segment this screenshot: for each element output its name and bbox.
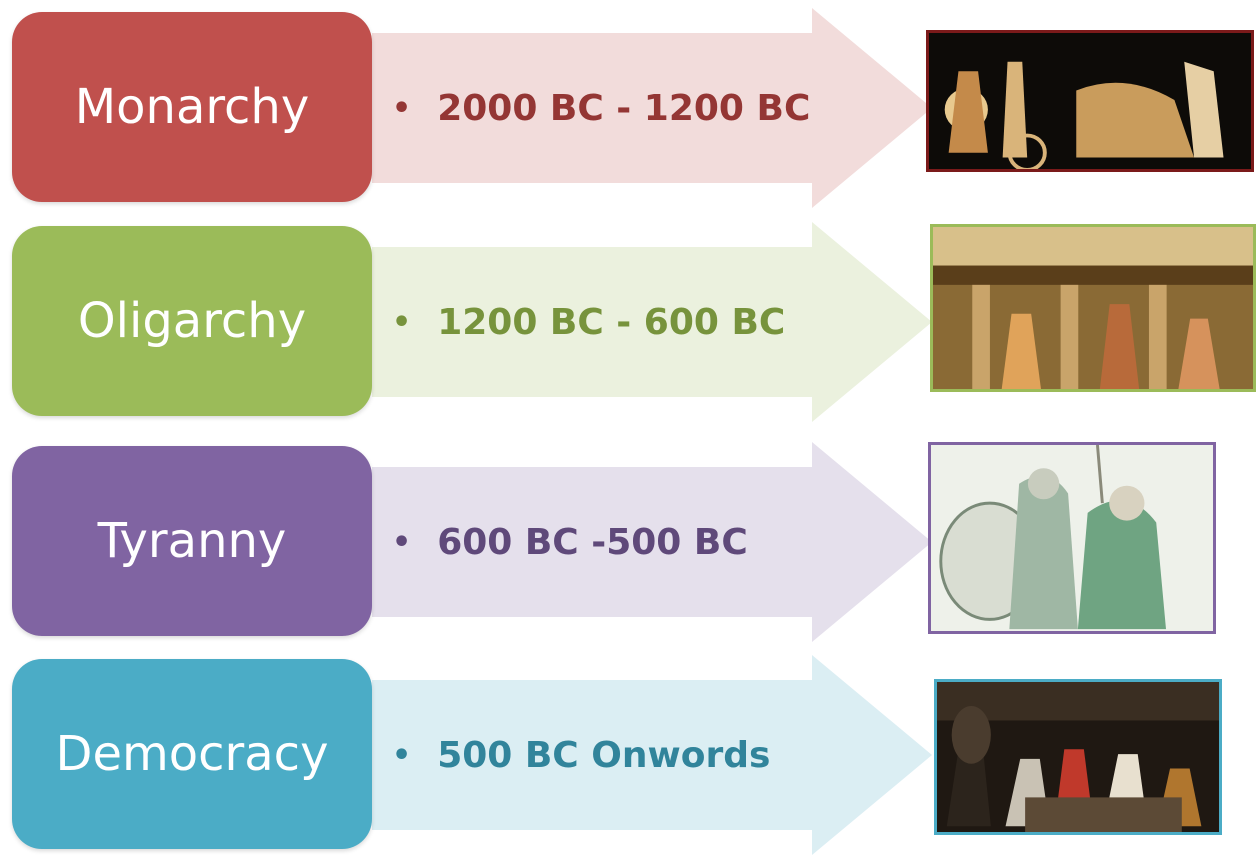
label-tyranny: Tyranny — [97, 513, 287, 569]
label-box-democracy: Democracy — [12, 659, 372, 849]
label-democracy: Democracy — [55, 726, 329, 782]
arrow-shape-monarchy — [372, 8, 932, 208]
row-monarchy: Monarchy • 2000 BC - 1200 BC — [0, 8, 1257, 208]
label-box-oligarchy: Oligarchy — [12, 226, 372, 416]
arrow-shape-democracy — [372, 655, 932, 855]
label-box-monarchy: Monarchy — [12, 12, 372, 202]
label-box-tyranny: Tyranny — [12, 446, 372, 636]
arrow-shape-tyranny — [372, 442, 932, 642]
arrow-tyranny — [372, 442, 932, 642]
period-monarchy: • 2000 BC - 1200 BC — [392, 8, 810, 208]
row-oligarchy: Oligarchy • 1200 BC - 600 BC — [0, 222, 1257, 422]
bullet-icon: • — [392, 524, 412, 560]
row-tyranny: Tyranny • 600 BC -500 BC — [0, 442, 1257, 642]
period-text-monarchy: 2000 BC - 1200 BC — [437, 87, 811, 129]
bullet-icon: • — [392, 737, 412, 773]
bullet-icon: • — [392, 90, 412, 126]
image-monarchy — [926, 30, 1254, 172]
arrow-oligarchy — [372, 222, 932, 422]
image-tyranny — [928, 442, 1216, 634]
arrow-democracy — [372, 655, 932, 855]
label-monarchy: Monarchy — [74, 79, 310, 135]
period-text-oligarchy: 1200 BC - 600 BC — [437, 301, 786, 343]
period-text-tyranny: 600 BC -500 BC — [437, 521, 748, 563]
arrow-monarchy — [372, 8, 932, 208]
period-oligarchy: • 1200 BC - 600 BC — [392, 222, 785, 422]
label-oligarchy: Oligarchy — [77, 293, 307, 349]
period-tyranny: • 600 BC -500 BC — [392, 442, 748, 642]
bullet-icon: • — [392, 304, 412, 340]
period-text-democracy: 500 BC Onwords — [437, 734, 771, 776]
arrow-shape-oligarchy — [372, 222, 932, 422]
row-democracy: Democracy • 500 BC Onwords — [0, 655, 1257, 855]
image-oligarchy — [930, 224, 1256, 392]
period-democracy: • 500 BC Onwords — [392, 655, 770, 855]
image-democracy — [934, 679, 1222, 835]
